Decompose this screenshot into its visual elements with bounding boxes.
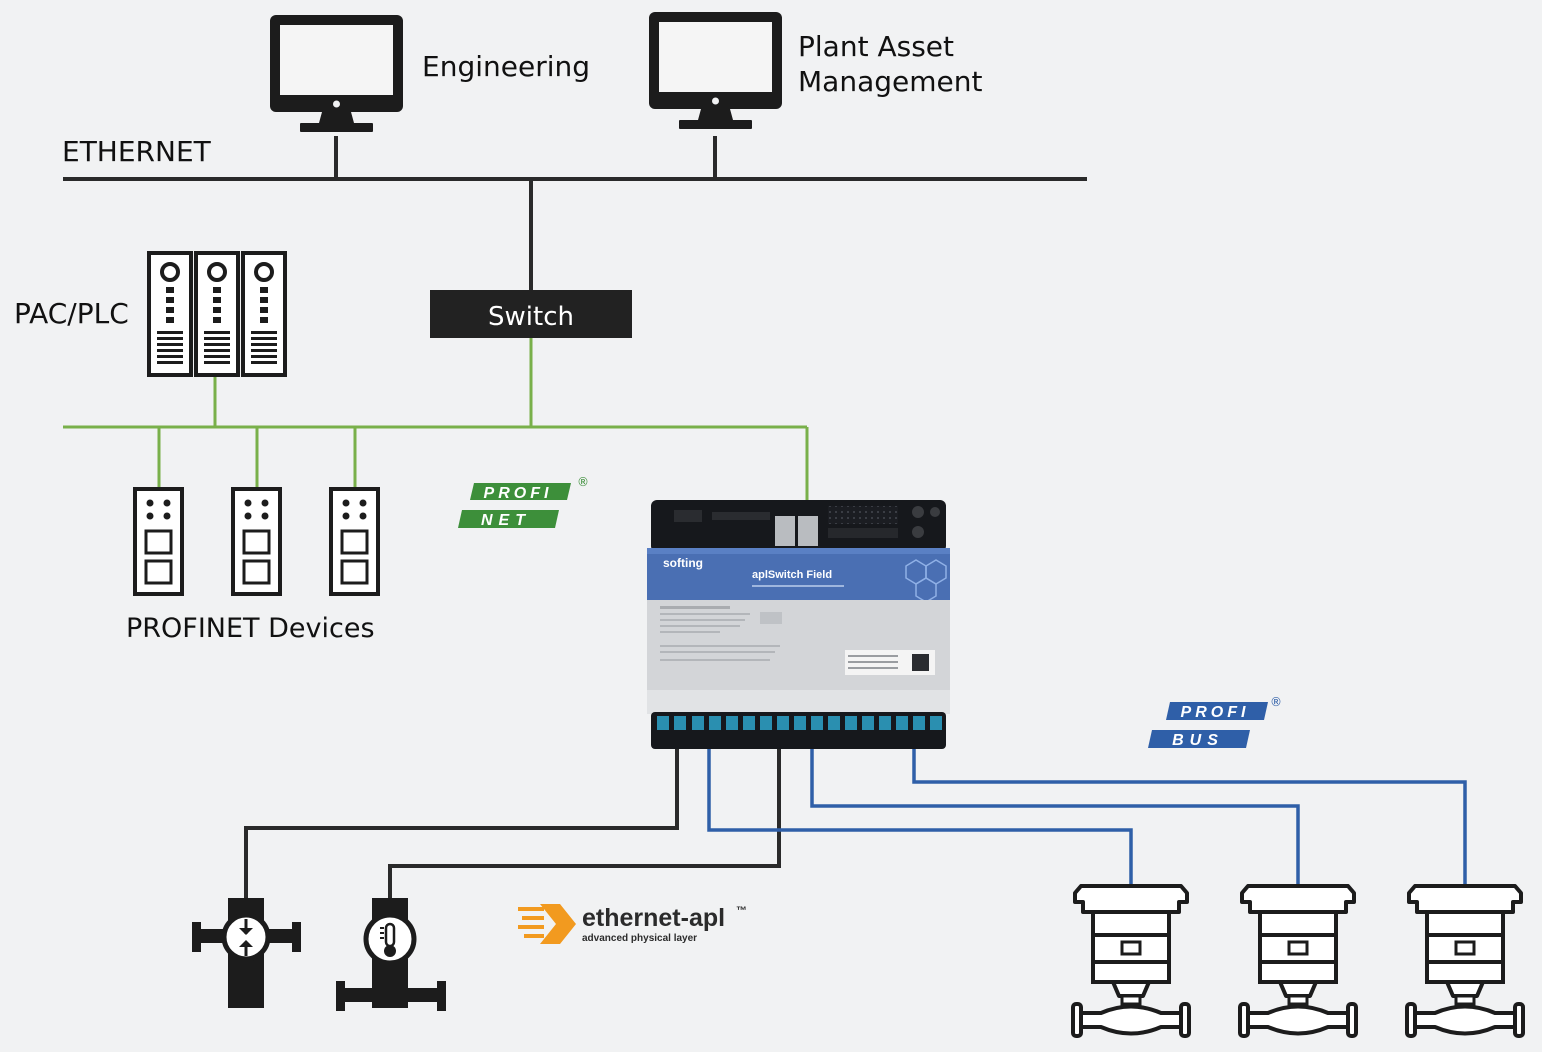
svg-text:ethernet-apl: ethernet-apl — [582, 904, 725, 932]
apl-switch-device: softing aplSwitch Field — [647, 500, 950, 749]
ethernet-label: ETHERNET — [62, 135, 212, 168]
ethernet-bus — [63, 136, 1087, 292]
pac-plc-label: PAC/PLC — [14, 297, 129, 330]
flow-meter-icon — [192, 898, 301, 1008]
valve-actuator-icon — [1405, 884, 1525, 1038]
ethernet-apl-logo: ethernet-apl ™ advanced physical layer — [518, 904, 747, 944]
monitor-icon — [270, 15, 403, 132]
plant-asset-management-label: Plant Asset Management — [798, 30, 982, 98]
svg-text:PROFI: PROFI — [1181, 704, 1250, 721]
svg-text:PROFI: PROFI — [484, 485, 553, 502]
profinet-logo: PROFI NET ® — [458, 475, 589, 529]
switch-label: Switch — [488, 302, 574, 332]
valve-actuator-icon — [1071, 884, 1191, 1038]
valve-actuator-icon — [1238, 884, 1358, 1038]
svg-text:™: ™ — [736, 905, 747, 917]
apl-cables — [244, 745, 781, 898]
profinet-device-icon — [133, 487, 184, 596]
profibus-logo: PROFI BUS ® — [1148, 695, 1282, 749]
svg-text:®: ® — [577, 475, 589, 489]
profinet-device-icon — [329, 487, 380, 596]
svg-text:advanced physical layer: advanced physical layer — [582, 933, 697, 944]
profibus-cables — [707, 745, 1467, 888]
device-model: aplSwitch Field — [752, 569, 832, 581]
svg-text:®: ® — [1270, 695, 1282, 709]
switch-box — [430, 290, 632, 338]
profinet-devices-label: PROFINET Devices — [126, 613, 375, 644]
profinet-bus — [63, 338, 809, 515]
device-brand: softing — [663, 556, 703, 570]
engineering-label: Engineering — [422, 50, 590, 83]
svg-text:BUS: BUS — [1172, 732, 1224, 749]
profinet-device-icon — [231, 487, 282, 596]
temperature-transmitter-icon — [336, 898, 446, 1011]
svg-text:NET: NET — [481, 512, 531, 529]
plc-rack-icon — [147, 251, 287, 377]
monitor-icon — [649, 12, 782, 129]
